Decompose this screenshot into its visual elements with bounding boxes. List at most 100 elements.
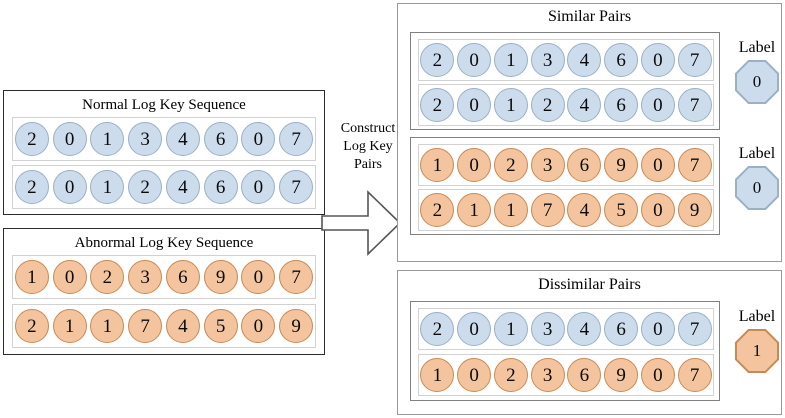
log-key-4: 4	[567, 193, 602, 227]
log-key-7: 7	[279, 260, 314, 294]
log-key-4: 4	[165, 170, 200, 204]
similar-pair-1-label-text: Label	[738, 39, 776, 56]
caption-line-1: Construct	[340, 121, 396, 136]
dissimilar-pair-1-label-value: 1	[737, 331, 777, 371]
similar-pair-1-label-value: 0	[737, 62, 777, 102]
log-key-3: 3	[530, 43, 565, 77]
log-key-6: 6	[567, 148, 602, 182]
log-key-1: 1	[90, 309, 125, 343]
log-key-0: 0	[52, 170, 87, 204]
log-key-1: 1	[457, 193, 492, 227]
construct-pairs-caption: Construct Log Key Pairs	[326, 120, 410, 174]
log-key-3: 3	[128, 122, 163, 156]
log-key-2: 2	[14, 309, 49, 343]
log-key-0: 0	[640, 312, 675, 346]
log-key-1: 1	[493, 43, 528, 77]
similar-pair-2-label-text: Label	[738, 145, 776, 162]
log-key-2: 2	[420, 88, 455, 122]
log-key-1: 1	[420, 358, 455, 392]
log-key-2: 2	[14, 170, 49, 204]
log-key-2: 2	[493, 358, 528, 392]
caption-line-2: Log Key	[343, 139, 393, 154]
log-key-0: 0	[457, 148, 492, 182]
log-key-3: 3	[128, 260, 163, 294]
log-key-7: 7	[677, 148, 712, 182]
log-key-7: 7	[677, 312, 712, 346]
log-key-7: 7	[279, 122, 314, 156]
log-key-5: 5	[203, 309, 238, 343]
log-key-1: 1	[90, 170, 125, 204]
log-key-3: 3	[530, 148, 565, 182]
log-key-9: 9	[604, 358, 639, 392]
log-key-6: 6	[567, 358, 602, 392]
log-key-3: 3	[530, 312, 565, 346]
log-key-7: 7	[677, 88, 712, 122]
log-key-1: 1	[90, 122, 125, 156]
dissimilar-pair-1-label-group: Label 1	[726, 307, 785, 373]
log-key-7: 7	[677, 43, 712, 77]
log-key-2: 2	[420, 312, 455, 346]
log-key-2: 2	[128, 170, 163, 204]
log-key-9: 9	[203, 260, 238, 294]
log-key-0: 0	[241, 260, 276, 294]
log-key-0: 0	[457, 88, 492, 122]
log-key-1: 1	[52, 309, 87, 343]
log-key-6: 6	[203, 122, 238, 156]
log-key-9: 9	[604, 148, 639, 182]
similar-pair-2-label-group: Label 0	[726, 144, 785, 210]
log-key-1: 1	[493, 193, 528, 227]
dissimilar-pair-1-label-octagon: 1	[735, 329, 779, 373]
caption-line-3: Pairs	[354, 157, 382, 172]
similar-pair-2-label-octagon: 0	[735, 166, 779, 210]
log-key-0: 0	[52, 260, 87, 294]
log-key-3: 3	[530, 358, 565, 392]
log-key-2: 2	[14, 122, 49, 156]
log-key-0: 0	[640, 193, 675, 227]
log-key-0: 0	[457, 43, 492, 77]
log-key-0: 0	[457, 312, 492, 346]
similar-pair-1-label-group: Label 0	[726, 38, 785, 104]
log-key-4: 4	[567, 43, 602, 77]
normal-panel-title: Normal Log Key Sequence	[82, 97, 246, 113]
dissimilar-pairs-title: Dissimilar Pairs	[538, 276, 641, 293]
log-key-2: 2	[420, 193, 455, 227]
dissimilar-pair-1-label-text: Label	[738, 308, 776, 325]
log-key-1: 1	[14, 260, 49, 294]
log-key-0: 0	[241, 122, 276, 156]
log-key-0: 0	[241, 309, 276, 343]
log-key-1: 1	[420, 148, 455, 182]
log-key-5: 5	[604, 193, 639, 227]
log-key-6: 6	[165, 260, 200, 294]
log-key-2: 2	[420, 43, 455, 77]
log-key-0: 0	[640, 358, 675, 392]
log-key-4: 4	[165, 309, 200, 343]
similar-pair-2-label-value: 0	[737, 168, 777, 208]
right-block-arrow-icon	[321, 190, 402, 256]
log-key-6: 6	[604, 312, 639, 346]
log-key-0: 0	[241, 170, 276, 204]
log-key-9: 9	[677, 193, 712, 227]
log-key-6: 6	[203, 170, 238, 204]
log-key-6: 6	[604, 43, 639, 77]
log-key-7: 7	[128, 309, 163, 343]
log-key-9: 9	[279, 309, 314, 343]
log-key-0: 0	[640, 148, 675, 182]
log-key-0: 0	[640, 88, 675, 122]
abnormal-panel-title: Abnormal Log Key Sequence	[74, 235, 254, 251]
log-key-1: 1	[493, 88, 528, 122]
log-key-4: 4	[567, 312, 602, 346]
log-key-2: 2	[493, 148, 528, 182]
